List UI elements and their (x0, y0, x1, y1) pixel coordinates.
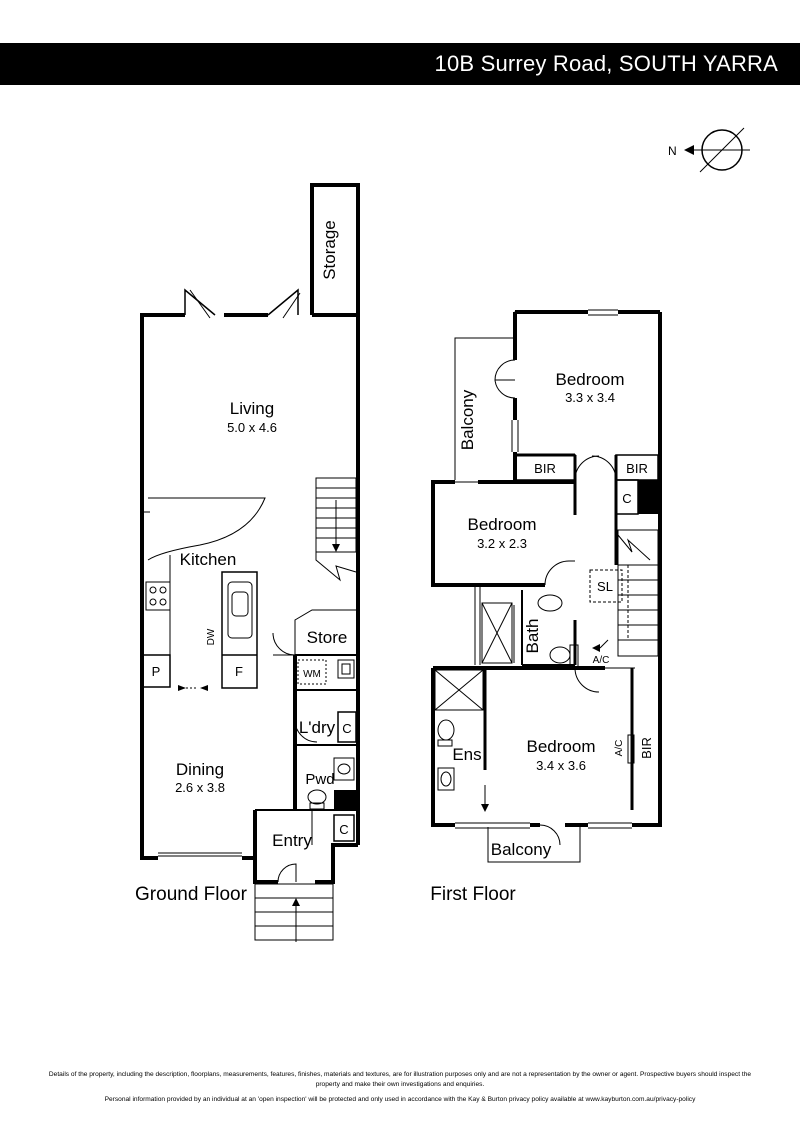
washing-machine-label: WM (303, 669, 321, 680)
disclaimer-line-1: Details of the property, including the d… (48, 1071, 752, 1078)
ensuite-label: Ens (452, 745, 481, 764)
ground-floor-title: Ground Floor (135, 884, 248, 905)
store-label: Store (307, 628, 348, 647)
disclaimer-line-2: property and make their own investigatio… (315, 1081, 485, 1088)
laundry-label: L'dry (299, 718, 336, 737)
first-floor-title: First Floor (430, 884, 516, 905)
bath-label: Bath (523, 619, 542, 654)
bir-3-label: BIR (639, 737, 654, 759)
first-floor-cupboard-label: C (622, 491, 631, 506)
bedroom-2-dims: 3.2 x 2.3 (477, 536, 527, 551)
ac-2-label: A/C (614, 740, 625, 757)
bedroom-1-dims: 3.3 x 3.4 (565, 390, 615, 405)
powder-room-label: Pwd (305, 771, 334, 788)
entry-cupboard-label: C (339, 822, 348, 837)
bir-2-label: BIR (626, 461, 648, 476)
header-bar: 10B Surrey Road, SOUTH YARRA (0, 43, 800, 85)
first-floor-plan (431, 309, 662, 863)
balcony-lower-label: Balcony (491, 840, 552, 859)
kitchen-label: Kitchen (180, 550, 237, 569)
skylight-label: SL (597, 579, 613, 594)
ground-floor-labels: Storage Living 5.0 x 4.6 Kitchen DW P F … (135, 220, 352, 905)
living-dims: 5.0 x 4.6 (227, 420, 277, 435)
bedroom-3-label: Bedroom (527, 737, 596, 756)
dining-dims: 2.6 x 3.8 (175, 780, 225, 795)
property-address: 10B Surrey Road, SOUTH YARRA (434, 51, 778, 76)
entry-label: Entry (272, 831, 312, 850)
ac-1-label: A/C (593, 655, 610, 666)
bir-1-label: BIR (534, 461, 556, 476)
living-label: Living (230, 399, 274, 418)
dining-label: Dining (176, 760, 224, 779)
storage-label: Storage (320, 220, 339, 280)
bedroom-1-label: Bedroom (556, 370, 625, 389)
bedroom-3-dims: 3.4 x 3.6 (536, 758, 586, 773)
fridge-label: F (235, 664, 243, 679)
laundry-cupboard-label: C (342, 721, 351, 736)
bedroom-2-label: Bedroom (468, 515, 537, 534)
disclaimer-line-3: Personal information provided by an indi… (104, 1096, 696, 1103)
pantry-label: P (152, 664, 161, 679)
ground-floor-plan (140, 183, 360, 942)
compass-icon: N (668, 127, 750, 173)
first-floor-labels: Balcony Bedroom 3.3 x 3.4 BIR BIR C Bedr… (430, 370, 654, 905)
north-label: N (668, 144, 677, 158)
dishwasher-label: DW (206, 628, 217, 645)
balcony-upper-label: Balcony (458, 389, 477, 450)
